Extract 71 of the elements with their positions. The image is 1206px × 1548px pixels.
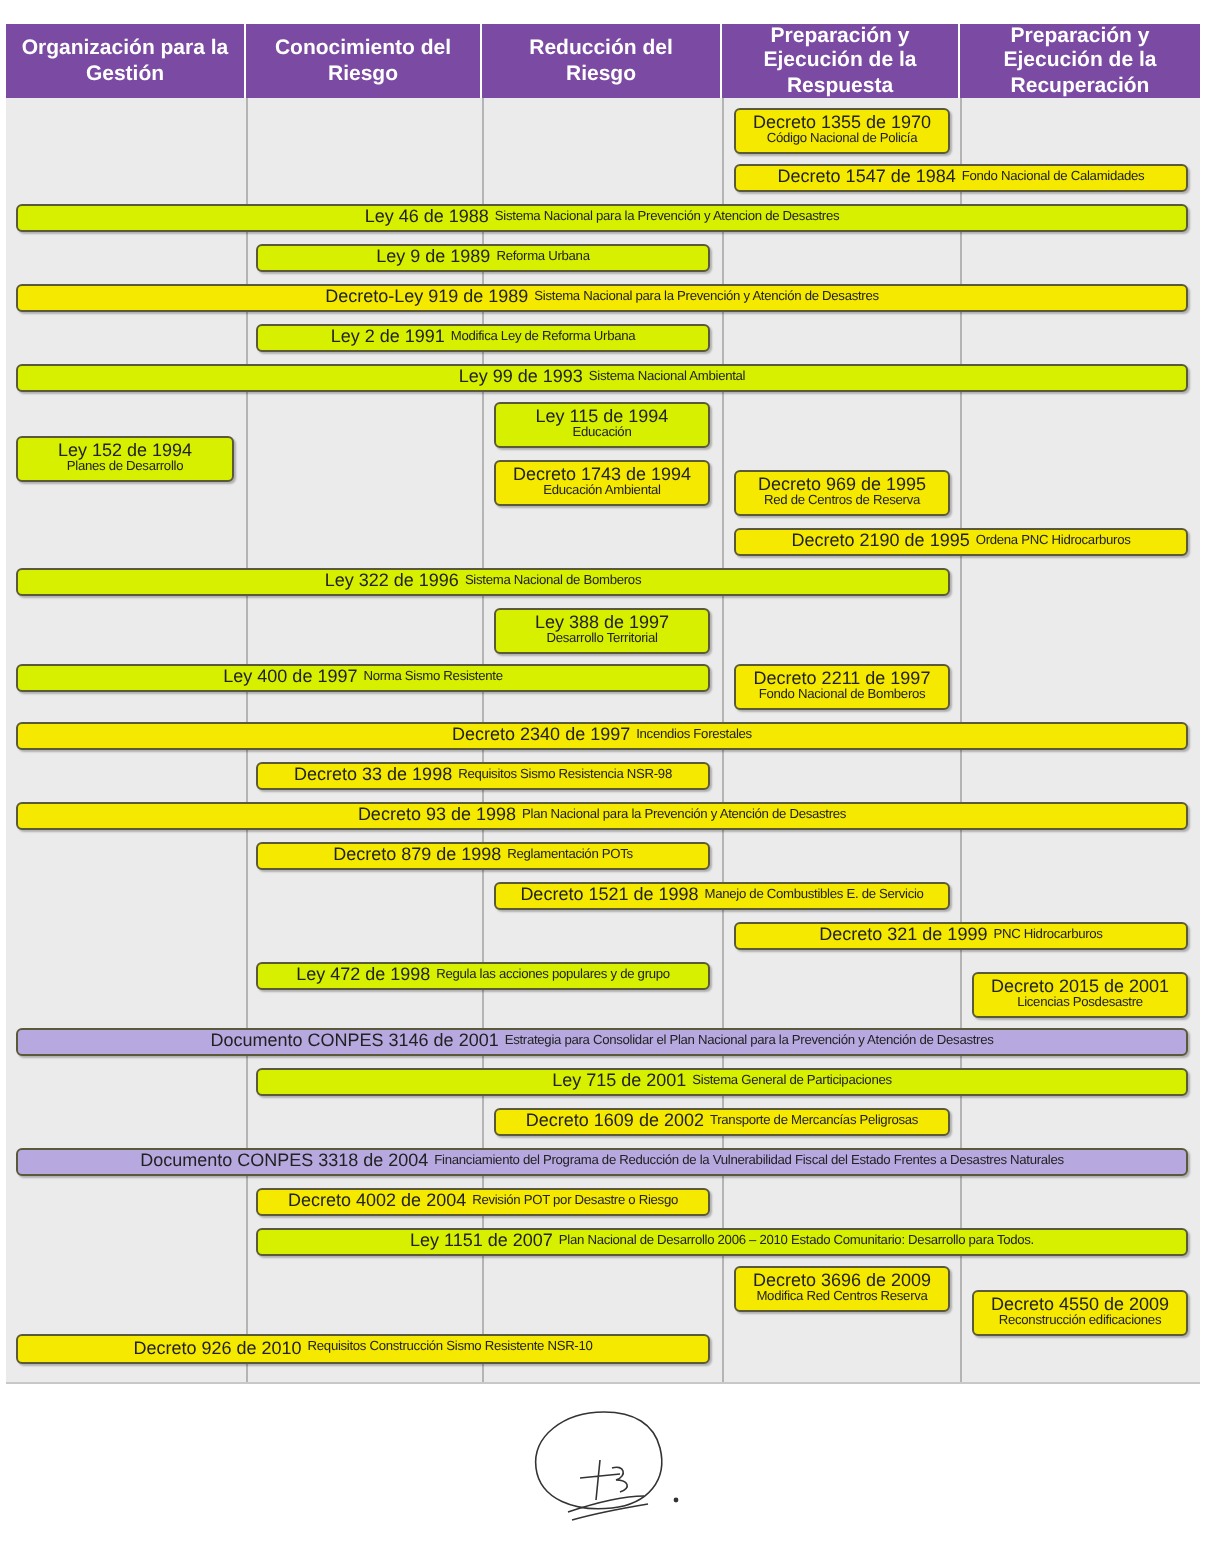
law-number: Decreto 2015 de 2001 [990, 978, 1170, 997]
law-bar [16, 204, 1188, 232]
law-number: Ley 2 de 1991 [330, 328, 445, 348]
law-bar [494, 460, 710, 506]
law-number: Decreto 1355 de 1970 [752, 114, 932, 133]
law-number: Decreto 926 de 2010 [133, 1339, 302, 1359]
law-number: Decreto 1743 de 1994 [512, 466, 692, 485]
law-number: Ley 9 de 1989 [376, 248, 491, 268]
law-bar [256, 1228, 1188, 1256]
law-bar [734, 164, 1188, 192]
law-number: Decreto 1609 de 2002 [525, 1112, 704, 1132]
law-bar [16, 1148, 1188, 1176]
law-number: Ley 99 de 1993 [458, 368, 583, 388]
law-bar [256, 762, 710, 790]
law-number: Ley 400 de 1997 [223, 668, 358, 688]
column-header: Reducción del Riesgo [482, 24, 720, 98]
law-bar [734, 470, 950, 516]
law-number: Decreto 4002 de 2004 [288, 1192, 467, 1212]
law-number: Decreto 3696 de 2009 [752, 1272, 932, 1291]
law-number: Decreto-Ley 919 de 1989 [325, 288, 529, 308]
law-number: Decreto 93 de 1998 [357, 806, 516, 826]
law-number: Decreto 2190 de 1995 [791, 532, 970, 552]
law-bar [494, 608, 710, 654]
law-number: Decreto 2340 de 1997 [452, 726, 631, 746]
law-bar [16, 802, 1188, 830]
law-bar [256, 1188, 710, 1216]
law-bar [972, 972, 1188, 1018]
law-number: Documento CONPES 3318 de 2004 [140, 1152, 429, 1172]
law-bar [256, 244, 710, 272]
law-bar [16, 364, 1188, 392]
column-header: Conocimiento del Riesgo [246, 24, 480, 98]
law-bar [16, 568, 950, 596]
law-number: Ley 152 de 1994 [57, 442, 193, 461]
law-number: Ley 1151 de 2007 [410, 1232, 553, 1252]
law-number: Decreto 4550 de 2009 [990, 1296, 1170, 1315]
law-bar [16, 284, 1188, 312]
law-bar [734, 1266, 950, 1312]
law-number: Ley 46 de 1988 [364, 208, 489, 228]
law-number: Decreto 321 de 1999 [819, 926, 988, 946]
column-header: Preparación y Ejecución de la Respuesta [722, 24, 958, 98]
law-number: Decreto 33 de 1998 [294, 766, 453, 786]
law-bar [16, 1334, 710, 1364]
law-number: Ley 472 de 1998 [296, 966, 431, 986]
law-number: Ley 115 de 1994 [535, 408, 669, 427]
law-bar [734, 108, 950, 154]
law-bar [734, 922, 1188, 950]
law-bar [256, 1068, 1188, 1096]
law-bar [16, 722, 1188, 750]
law-bar [16, 436, 234, 482]
law-number: Decreto 1547 de 1984 [777, 168, 956, 188]
law-bar [256, 842, 710, 870]
law-bar [972, 1290, 1188, 1336]
law-number: Decreto 1521 de 1998 [520, 886, 699, 906]
law-number: Decreto 969 de 1995 [757, 476, 927, 495]
law-bar [494, 1108, 950, 1136]
law-number: Documento CONPES 3146 de 2001 [210, 1032, 499, 1052]
law-bar [734, 664, 950, 710]
column-header: Preparación y Ejecución de la Recuperación [960, 24, 1200, 98]
law-bar [16, 664, 710, 692]
column-header: Organización para la Gestión [6, 24, 244, 98]
law-number: Decreto 2211 de 1997 [753, 670, 931, 689]
law-number: Ley 322 de 1996 [324, 572, 459, 592]
law-bar [734, 528, 1188, 556]
law-bar [16, 1028, 1188, 1056]
law-bar [256, 962, 710, 990]
law-bar [494, 402, 710, 448]
law-bar [256, 324, 710, 352]
law-number: Ley 388 de 1997 [534, 614, 670, 633]
law-bar [494, 882, 950, 910]
law-number: Ley 715 de 2001 [552, 1072, 687, 1092]
law-number: Decreto 879 de 1998 [333, 846, 502, 866]
